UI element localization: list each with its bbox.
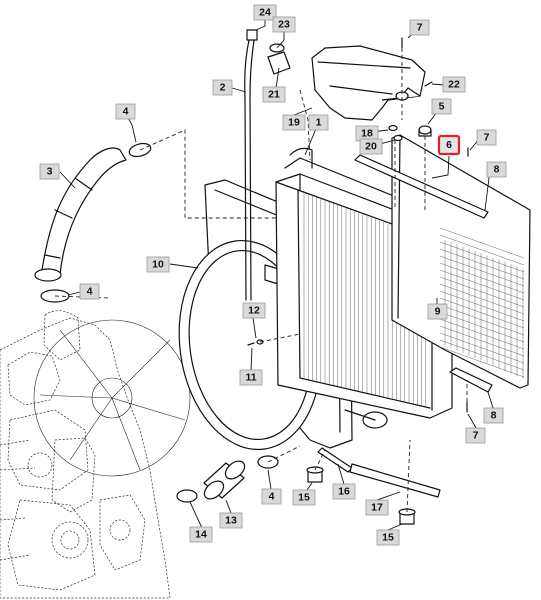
brackets: [354, 154, 493, 393]
lower-hose: [203, 460, 246, 500]
svg-text:7: 7: [473, 430, 479, 442]
callout-21: 21: [262, 86, 286, 103]
svg-text:18: 18: [361, 128, 373, 140]
svg-text:22: 22: [448, 79, 460, 91]
callout-5: 5: [431, 98, 452, 115]
callout-7-top: 7: [409, 19, 430, 36]
svg-text:15: 15: [298, 492, 310, 504]
svg-text:15: 15: [382, 532, 394, 544]
callout-6[interactable]: 6: [437, 134, 461, 156]
callout-17: 17: [365, 499, 389, 516]
callout-14: 14: [189, 526, 213, 543]
svg-text:14: 14: [195, 529, 207, 541]
expansion-tank: [311, 45, 426, 121]
overflow-hose: [244, 29, 258, 301]
svg-text:7: 7: [417, 22, 423, 34]
callout-22: 22: [442, 76, 466, 93]
svg-text:1: 1: [316, 117, 322, 129]
hose-clamps: [40, 142, 279, 503]
engine-outline: [0, 310, 171, 599]
svg-text:8: 8: [494, 164, 500, 176]
svg-text:10: 10: [152, 259, 164, 271]
svg-text:8: 8: [491, 410, 497, 422]
screen-mesh: [439, 227, 525, 379]
callout-8-bottom: 8: [483, 407, 504, 424]
svg-text:4: 4: [87, 286, 93, 298]
svg-text:16: 16: [338, 486, 350, 498]
svg-text:2: 2: [220, 82, 226, 94]
svg-text:21: 21: [268, 89, 280, 101]
svg-text:23: 23: [278, 19, 290, 31]
callout-13: 13: [219, 512, 243, 529]
callout-2: 2: [212, 79, 233, 96]
callout-1: 1: [308, 114, 329, 131]
callout-18: 18: [355, 125, 379, 142]
callout-4-top: 4: [115, 103, 136, 120]
callout-15-left: 15: [292, 489, 316, 506]
svg-text:4: 4: [123, 106, 129, 118]
callout-11: 11: [239, 369, 263, 386]
svg-text:9: 9: [435, 306, 441, 318]
callout-19: 19: [282, 114, 306, 131]
svg-text:24: 24: [259, 7, 271, 19]
callout-16: 16: [332, 483, 356, 500]
callout-15-bottom: 15: [376, 529, 400, 546]
svg-text:20: 20: [365, 141, 377, 153]
svg-text:7: 7: [484, 132, 490, 144]
screen-panel: [391, 134, 531, 389]
callout-10: 10: [146, 256, 170, 273]
svg-text:11: 11: [245, 372, 256, 384]
callout-3: 3: [39, 163, 60, 180]
svg-text:13: 13: [225, 515, 237, 527]
svg-text:3: 3: [47, 166, 53, 178]
fan: [33, 319, 191, 477]
assembly-lines: [54, 48, 468, 513]
svg-text:19: 19: [288, 117, 300, 129]
callout-12: 12: [242, 302, 266, 319]
callout-4-left: 4: [79, 283, 100, 300]
svg-text:4: 4: [269, 491, 275, 503]
callout-4-bottom: 4: [261, 488, 282, 505]
callout-8-top: 8: [486, 161, 507, 178]
svg-text:6: 6: [446, 139, 452, 151]
callout-labels: 24 23 2 21 19 1 7 22 5 18 20 6 7 8 4 3 4…: [39, 4, 507, 546]
callout-7-right: 7: [476, 129, 497, 146]
svg-text:12: 12: [248, 305, 260, 317]
small-parts: [247, 37, 469, 413]
upper-hose: [34, 147, 127, 282]
callout-7-bottom: 7: [465, 427, 486, 444]
callout-20: 20: [359, 138, 383, 155]
callout-24: 24: [253, 4, 277, 21]
svg-text:17: 17: [371, 502, 383, 514]
svg-text:5: 5: [439, 101, 445, 113]
callout-23: 23: [272, 16, 296, 33]
callout-9: 9: [427, 303, 448, 320]
